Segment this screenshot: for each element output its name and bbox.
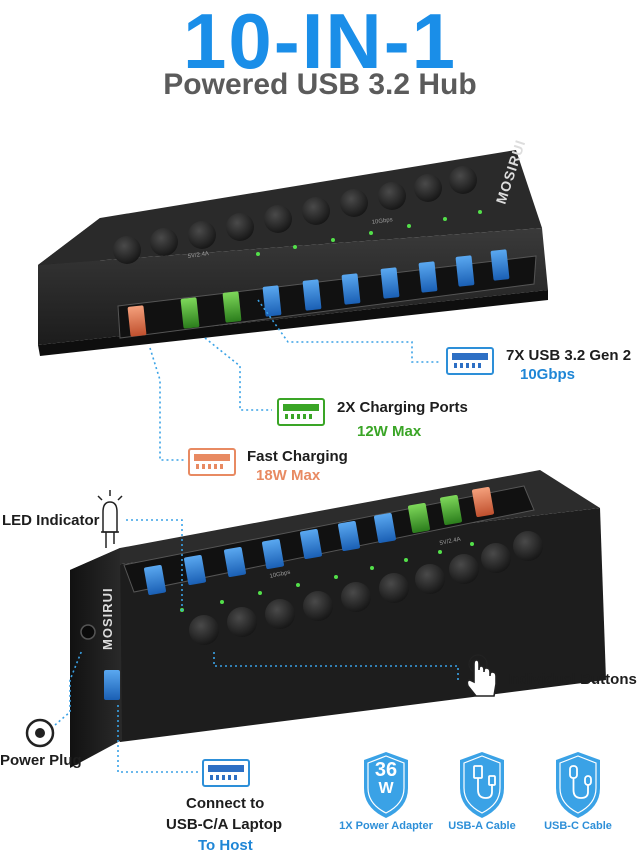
usb-port-fast-charge bbox=[127, 305, 147, 337]
hub-button bbox=[189, 615, 219, 645]
hub-button bbox=[341, 582, 371, 612]
hub-button bbox=[303, 591, 333, 621]
usb-port-data bbox=[374, 512, 396, 544]
usb-port-data bbox=[338, 520, 360, 552]
hub-button bbox=[378, 182, 406, 210]
usb-port-data bbox=[341, 273, 361, 305]
hub-button bbox=[415, 564, 445, 594]
fast-charging-sub: 18W Max bbox=[256, 467, 321, 484]
bottom-hub-buttons bbox=[189, 531, 543, 645]
hub-button bbox=[265, 599, 295, 629]
usb-port-data bbox=[380, 267, 400, 299]
usb-port-data bbox=[490, 249, 510, 281]
led-bulb-icon bbox=[97, 490, 123, 548]
usb-port-data bbox=[224, 546, 246, 578]
bottom-hub-ports bbox=[144, 486, 494, 596]
hub-button bbox=[264, 205, 292, 233]
usb32-label: 7X USB 3.2 Gen 2 bbox=[506, 347, 632, 364]
power-plug-icon bbox=[25, 718, 55, 748]
fast-charging-label: Fast Charging bbox=[247, 448, 348, 465]
power-jack bbox=[80, 624, 96, 640]
usb-port-icon bbox=[188, 448, 236, 476]
accessory-badges bbox=[364, 752, 600, 818]
connect-line1: Connect to bbox=[186, 795, 265, 812]
usb-c-cable-icon bbox=[569, 765, 592, 799]
hub-button bbox=[513, 531, 543, 561]
hub-button bbox=[227, 607, 257, 637]
hub-button bbox=[379, 573, 409, 603]
usb-port-data bbox=[418, 261, 438, 293]
bottom-hub-end-face bbox=[70, 548, 122, 768]
usb-c-cable-label: USB-C Cable bbox=[544, 820, 612, 832]
usb-port-charging bbox=[180, 297, 200, 329]
usb-port-data bbox=[302, 279, 322, 311]
power-adapter-label: 1X Power Adapter bbox=[339, 820, 433, 832]
hub-button bbox=[449, 554, 479, 584]
shield-badge-icon bbox=[460, 752, 504, 818]
usb-port-fast-charge bbox=[472, 486, 494, 518]
usb-port-charging bbox=[440, 494, 462, 526]
usb-port-data bbox=[144, 564, 166, 596]
hub-button bbox=[113, 236, 141, 264]
usb-a-cable-icon bbox=[473, 765, 496, 799]
connect-line3: To Host bbox=[198, 837, 253, 854]
host-usb-port bbox=[104, 670, 120, 700]
bottom-hub-brand: MOSIRUI bbox=[100, 587, 115, 650]
callout-lines bbox=[54, 299, 459, 773]
hub-button bbox=[481, 543, 511, 573]
power-badge-unit: W bbox=[378, 780, 394, 797]
connect-line2: USB-C/A Laptop bbox=[166, 816, 283, 833]
hub-button bbox=[226, 213, 254, 241]
usb-port-charging bbox=[222, 291, 242, 323]
usb-port-data bbox=[262, 285, 282, 317]
hub-button bbox=[414, 174, 442, 202]
power-badge-value: 36 bbox=[374, 759, 398, 781]
top-hub-speed-print: 10Gbps bbox=[371, 217, 393, 226]
usb-port-data bbox=[262, 538, 284, 570]
usb-port-charging bbox=[408, 502, 430, 534]
top-hub-buttons bbox=[113, 166, 477, 264]
usb-a-cable-label: USB-A Cable bbox=[448, 820, 516, 832]
hub-button bbox=[188, 221, 216, 249]
hub-button bbox=[302, 197, 330, 225]
top-hub-charging-print: 5V/2.4A bbox=[187, 251, 209, 260]
top-hub-leds bbox=[256, 210, 482, 256]
usb-port-data bbox=[184, 554, 206, 586]
top-hub: MOSIRUI 5V/2.4A 10Gbps bbox=[38, 137, 548, 356]
individual-buttons-label: Individual Buttons bbox=[506, 671, 637, 688]
top-hub-ports bbox=[127, 249, 510, 337]
bottom-hub-speed-print: 10Gbps bbox=[269, 570, 291, 580]
led-indicator-label: LED Indicator bbox=[2, 512, 100, 529]
hub-button bbox=[340, 189, 368, 217]
usb-port-data bbox=[300, 528, 322, 560]
page-subtitle: Powered USB 3.2 Hub bbox=[163, 68, 477, 101]
bottom-hub-top-face bbox=[70, 470, 600, 570]
usb-port-icon bbox=[277, 398, 325, 426]
hub-button bbox=[150, 228, 178, 256]
bottom-hub: 10Gbps 5V/2.4A MOSIRUI bbox=[70, 470, 606, 768]
charging-ports-label: 2X Charging Ports bbox=[337, 399, 468, 416]
shield-badge-icon bbox=[364, 752, 408, 818]
usb-port-icon bbox=[202, 759, 250, 787]
hand-pointer-icon bbox=[466, 654, 497, 697]
usb-port-data bbox=[455, 255, 475, 287]
usb32-sub: 10Gbps bbox=[520, 366, 576, 383]
page-title: 10-IN-1 bbox=[182, 0, 458, 85]
shield-badge-icon bbox=[556, 752, 600, 818]
bottom-hub-charging-print: 5V/2.4A bbox=[439, 537, 461, 547]
power-plug-label: Power Plug bbox=[0, 752, 82, 769]
hub-button bbox=[449, 166, 477, 194]
charging-ports-sub: 12W Max bbox=[357, 423, 422, 440]
usb-port-icon bbox=[446, 347, 494, 375]
